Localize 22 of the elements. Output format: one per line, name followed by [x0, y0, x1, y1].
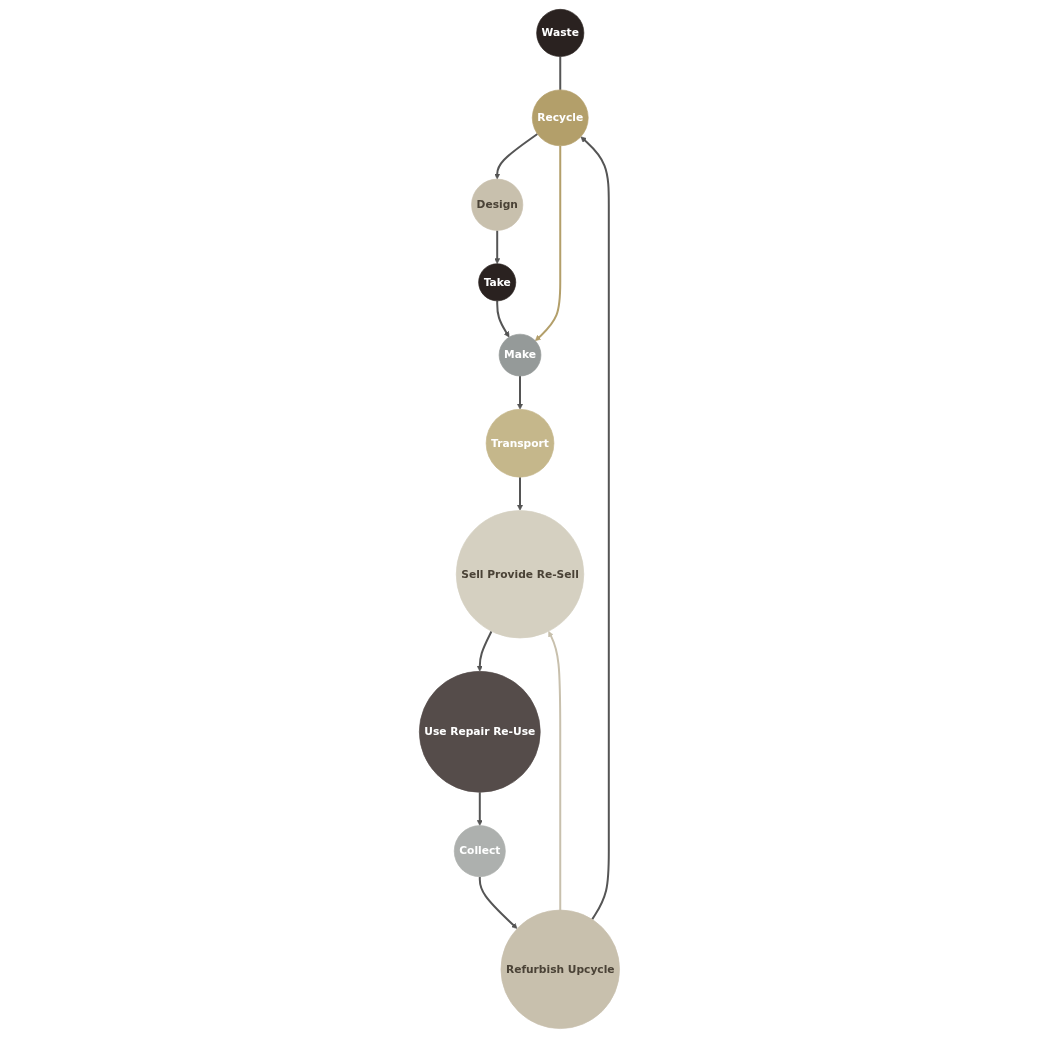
arrow	[478, 875, 517, 929]
node-circle: Design	[470, 178, 523, 231]
node-circle: Transport	[485, 409, 554, 478]
arrow	[495, 299, 509, 338]
node-circle: Recycle	[531, 89, 589, 147]
arrow	[534, 144, 561, 342]
node-circle: Make	[498, 333, 541, 377]
node-circle: Sell Provide Re-Sell	[455, 510, 584, 639]
node-circle: Take	[477, 263, 516, 302]
arrow	[516, 476, 523, 511]
node-circle: Use Repair Re-Use	[418, 671, 541, 793]
node-circle: Collect	[453, 825, 506, 878]
arrow	[476, 791, 483, 826]
arrow	[493, 229, 500, 264]
node-circle: Refurbish Upcycle	[500, 909, 620, 1029]
node-circle: Waste	[535, 9, 584, 57]
arrow	[476, 630, 493, 672]
arrow	[580, 136, 610, 921]
arrow	[547, 631, 561, 911]
arrow	[516, 375, 523, 410]
connector	[558, 55, 561, 91]
arrow	[493, 133, 538, 180]
